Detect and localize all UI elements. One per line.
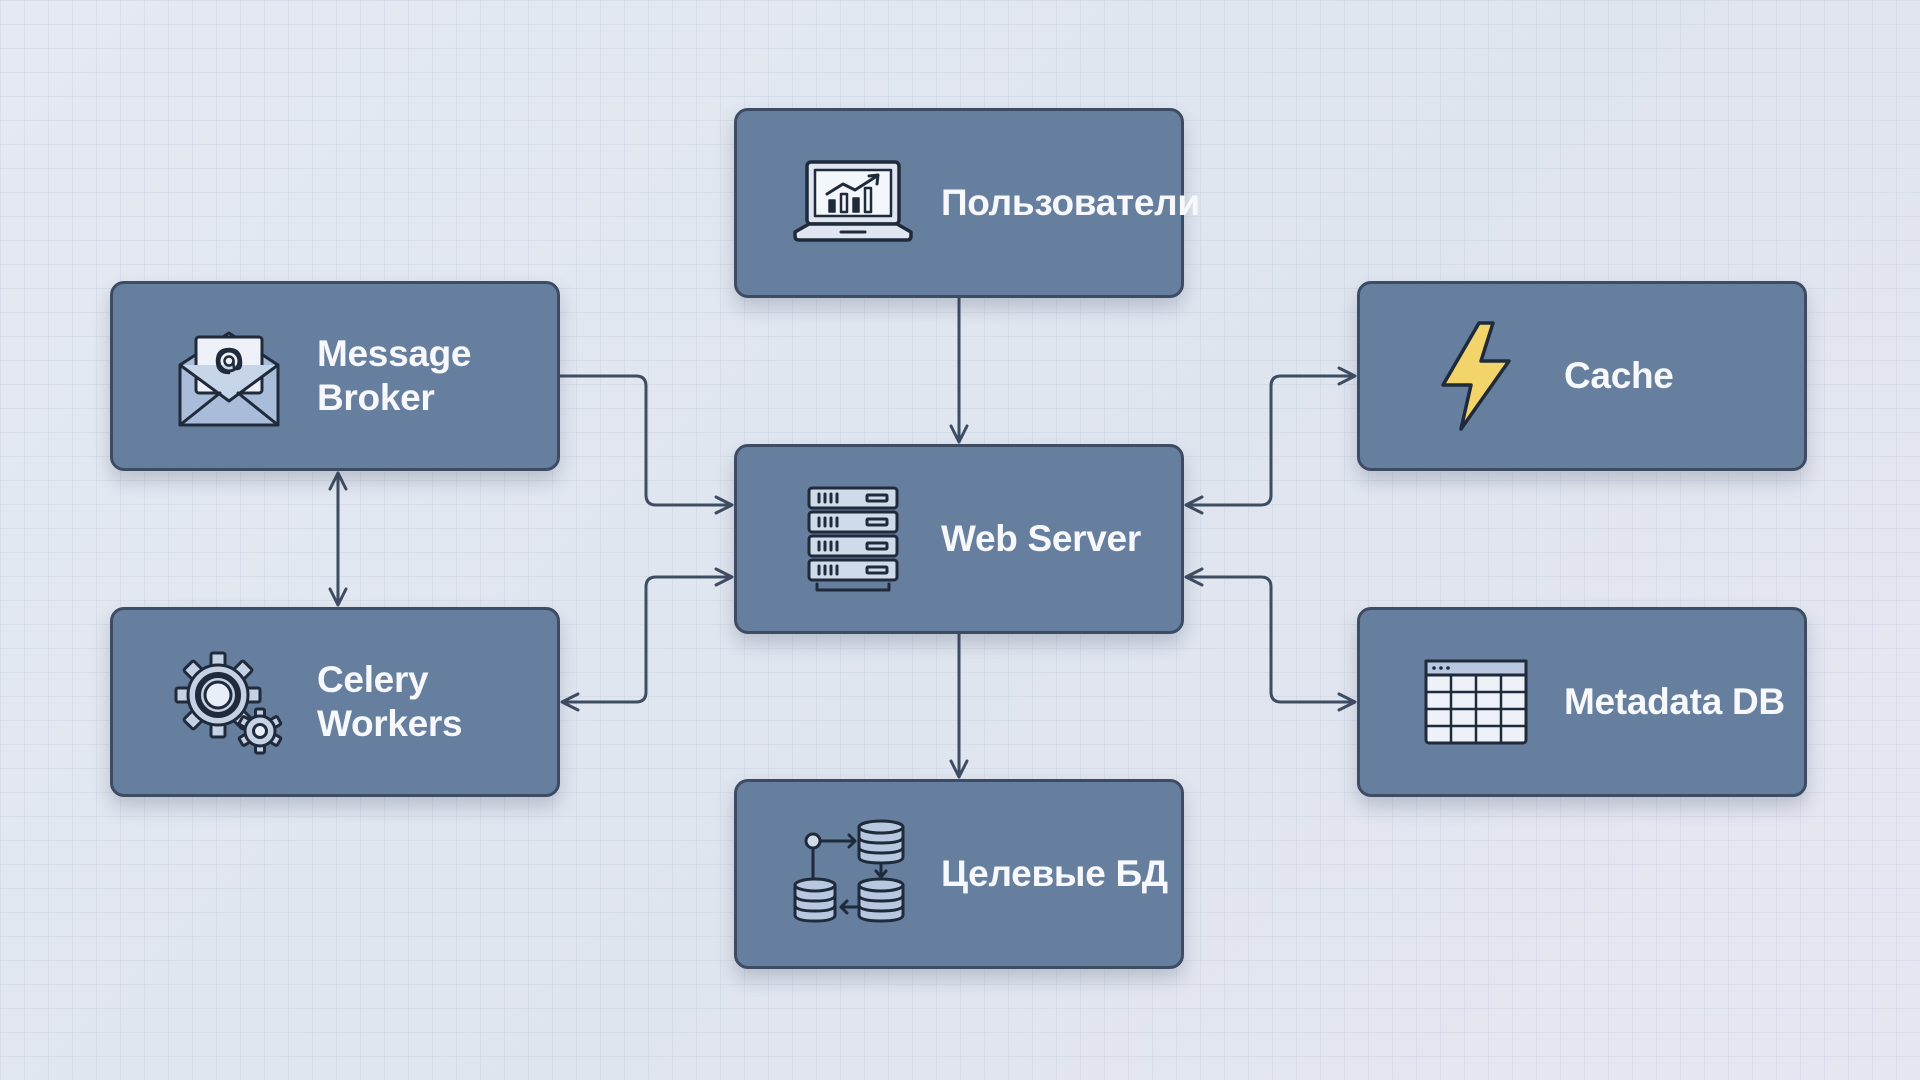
metadata-db-label: Metadata DB: [1564, 680, 1804, 724]
edge-web-metadata: [1184, 567, 1357, 712]
users-label-line: Пользователи: [941, 181, 1200, 223]
message-broker-label-line2: Broker: [317, 377, 435, 418]
edge-broker-to-web: [560, 374, 734, 515]
metadata-db-node[interactable]: Metadata DB: [1357, 607, 1807, 797]
table-grid-icon: [1416, 642, 1536, 762]
edge-web-cache: [1184, 366, 1357, 515]
envelope-at-icon: [169, 316, 289, 436]
web-server-node[interactable]: Web Server: [734, 444, 1184, 634]
celery-workers-label: Celery Workers: [317, 658, 557, 747]
celery-workers-node[interactable]: Celery Workers: [110, 607, 560, 797]
target-databases-label: Целевые БД: [941, 852, 1181, 896]
database-cluster-icon: [793, 814, 913, 934]
target-databases-node[interactable]: Целевые БД: [734, 779, 1184, 969]
web-server-label: Web Server: [941, 517, 1181, 561]
target-databases-label-line: Целевые БД: [941, 852, 1168, 894]
server-rack-icon: [793, 479, 913, 599]
web-server-label-line: Web Server: [941, 517, 1141, 559]
gears-icon: [169, 642, 289, 762]
message-broker-node[interactable]: Message Broker: [110, 281, 560, 471]
users-label: Пользователи: [941, 181, 1200, 225]
message-broker-label: Message Broker: [317, 332, 557, 421]
cache-node[interactable]: Cache: [1357, 281, 1807, 471]
users-node[interactable]: Пользователи: [734, 108, 1200, 298]
metadata-db-label-line: Metadata DB: [1564, 680, 1785, 722]
message-broker-label-line1: Message: [317, 332, 472, 374]
cache-label: Cache: [1564, 354, 1804, 398]
celery-workers-label-line1: Celery: [317, 658, 429, 700]
edge-web-celery: [560, 567, 734, 712]
cache-label-line: Cache: [1564, 354, 1674, 396]
celery-workers-label-line2: Workers: [317, 703, 463, 744]
laptop-chart-icon: [793, 143, 913, 263]
lightning-bolt-icon: [1416, 316, 1536, 436]
